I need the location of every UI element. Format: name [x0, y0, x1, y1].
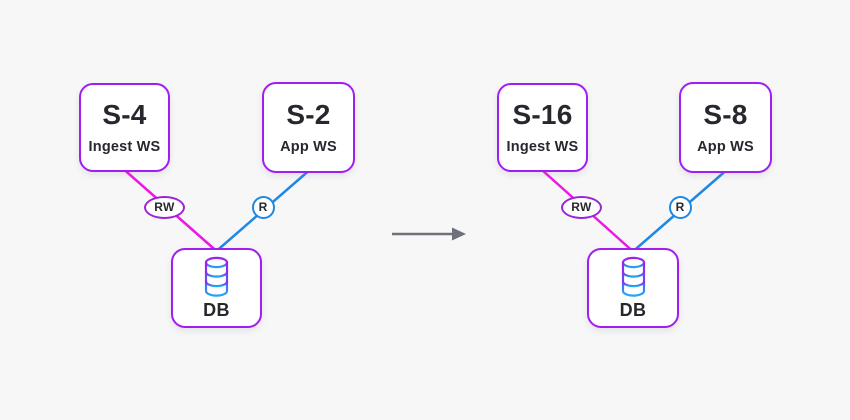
badge-label: R: [258, 200, 268, 214]
badge-label: RW: [154, 200, 175, 214]
before-read-badge: R: [251, 195, 275, 219]
before-app-ws-node: S-2 App WS: [262, 82, 355, 173]
node-subtitle: Ingest WS: [506, 138, 579, 155]
before-ingest-ws-node: S-4 Ingest WS: [79, 83, 170, 172]
database-icon: [204, 256, 229, 297]
db-label: DB: [619, 299, 647, 320]
node-subtitle: App WS: [697, 138, 754, 155]
node-subtitle: Ingest WS: [88, 138, 161, 155]
before-db-node: DB: [171, 248, 262, 328]
node-title: S-2: [286, 99, 331, 131]
after-read-badge: R: [668, 195, 692, 219]
badge-label: RW: [571, 200, 592, 214]
node-title: S-8: [703, 99, 748, 131]
before-write-badge: RW: [144, 195, 185, 219]
after-app-ws-node: S-8 App WS: [679, 82, 772, 173]
after-write-badge: RW: [561, 195, 602, 219]
after-ingest-ws-node: S-16 Ingest WS: [497, 83, 588, 172]
badge-label: R: [675, 200, 685, 214]
after-db-node: DB: [587, 248, 679, 328]
node-title: S-16: [512, 99, 573, 131]
node-title: S-4: [102, 99, 147, 131]
db-label: DB: [203, 299, 230, 320]
right-arrow-icon: [392, 227, 466, 241]
node-subtitle: App WS: [280, 138, 337, 155]
database-icon: [621, 256, 645, 297]
